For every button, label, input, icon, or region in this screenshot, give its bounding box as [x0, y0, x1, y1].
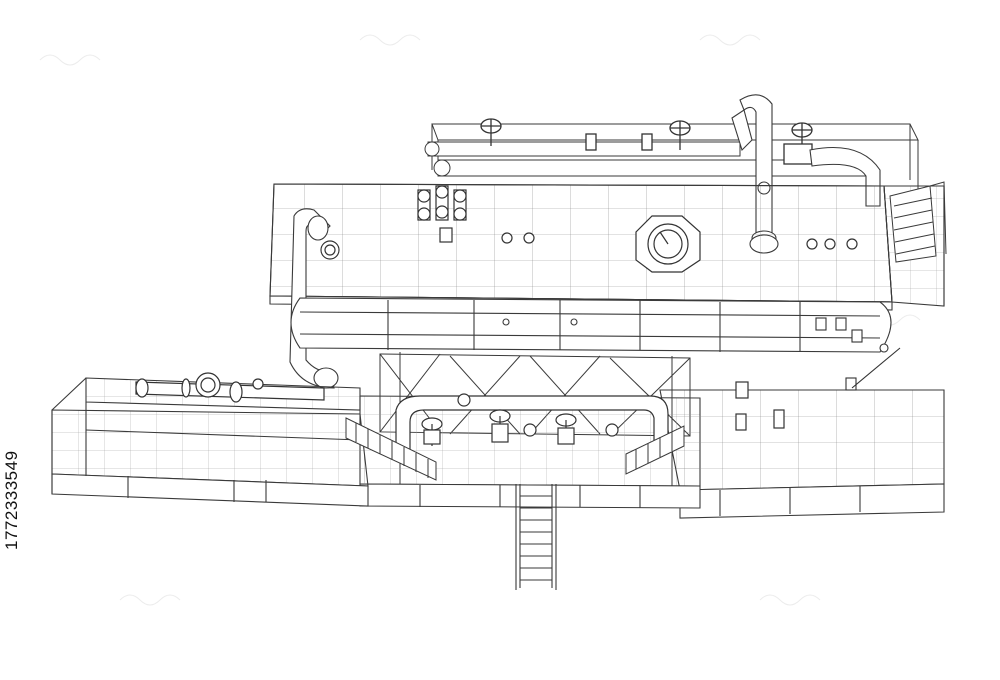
deck-instruments: [320, 185, 858, 273]
gauge-icon: [523, 232, 535, 244]
right-side-valves: [815, 317, 901, 391]
main-upper-deck: [269, 183, 945, 311]
gauge-icon: [195, 372, 221, 398]
right-ladder: [889, 181, 947, 263]
handwheel-icon: [669, 120, 691, 150]
handwheel-icon: [480, 118, 502, 146]
valve-cluster: [417, 185, 467, 243]
front-stairs-left: [345, 417, 437, 481]
gauge-icon: [501, 232, 513, 244]
handwheel-icon: [791, 122, 813, 152]
horizontal-vessel: [290, 297, 892, 353]
handwheel-icon: [421, 417, 443, 446]
left-skid-pipe: [135, 372, 325, 403]
gauge-icon: [846, 238, 858, 250]
front-stairs-right: [625, 425, 685, 475]
handwheel-valves-rear: [480, 118, 813, 165]
lower-valves: [395, 381, 785, 453]
stock-image-id: 1772333549: [2, 420, 30, 580]
center-access-ladder: [515, 484, 557, 590]
stock-id-number: 1772333549: [2, 450, 21, 550]
gauge-icon: [824, 238, 836, 250]
handwheel-icon: [489, 409, 511, 443]
left-extension-skid: [51, 377, 369, 507]
handwheel-icon: [555, 413, 577, 445]
lower-main-deck: [359, 389, 945, 519]
gauge-icon: [635, 215, 701, 273]
gauge-icon: [806, 238, 818, 250]
